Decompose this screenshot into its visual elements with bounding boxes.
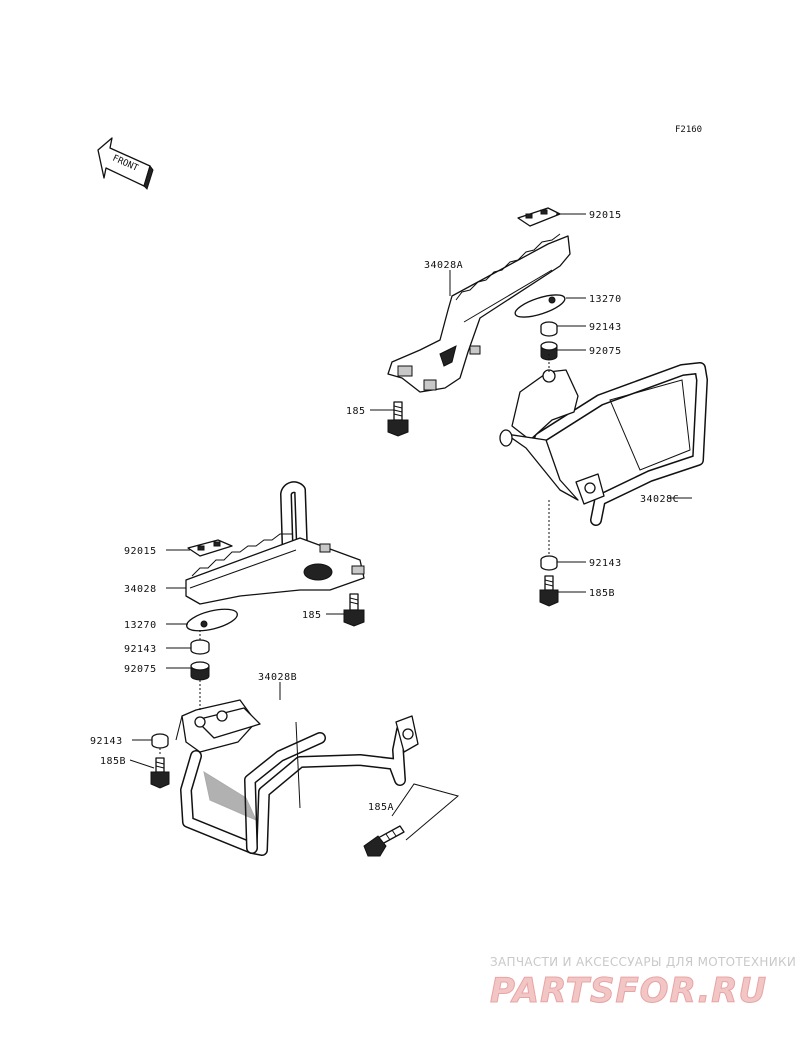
rubber-pad-left (187, 539, 233, 557)
callout-185B-right: 185B (589, 588, 615, 599)
callout-92015-left: 92015 (124, 546, 157, 557)
callout-185A: 185A (368, 802, 394, 813)
diagram-code: F2160 (675, 125, 702, 135)
damper-92075-left (190, 661, 210, 681)
plate-13270-right (514, 294, 566, 318)
callout-34028B: 34028B (258, 672, 297, 683)
callout-185-right: 185 (346, 406, 366, 417)
footrest-34028 (185, 533, 365, 605)
callout-92075-left: 92075 (124, 664, 157, 675)
callout-92143-left-lower: 92143 (90, 736, 123, 747)
callout-92143-left: 92143 (124, 644, 157, 655)
callout-92143-right-lower: 92143 (589, 558, 622, 569)
plate-13270-left (186, 608, 238, 632)
right-footrest-assembly (387, 207, 708, 607)
watermark-logo: PARTSFOR.RU (490, 971, 767, 1011)
callout-34028: 34028 (124, 584, 157, 595)
rubber-pad-right (517, 207, 561, 227)
damper-92075-right (540, 341, 558, 361)
bushing-92143-right (540, 321, 558, 337)
front-arrow-icon: FRONT (97, 137, 154, 190)
right-leaders (370, 213, 692, 593)
bolt-185B-right (539, 575, 559, 607)
callout-13270-right: 13270 (589, 294, 622, 305)
callout-185B-left: 185B (100, 756, 126, 767)
footrest-34028A (387, 233, 571, 393)
left-footrest-assembly (150, 481, 419, 857)
callout-13270-left: 13270 (124, 620, 157, 631)
bolt-185A (363, 825, 405, 857)
watermark-tagline: ЗАПЧАСТИ И АКСЕССУАРЫ ДЛЯ МОТОТЕХНИКИ (490, 955, 796, 969)
bushing-92143-left-lower (151, 733, 169, 749)
callout-92143-right: 92143 (589, 322, 622, 333)
bolt-185-right (387, 401, 409, 437)
bracket-34028B (180, 699, 419, 856)
bolt-185B-left (150, 757, 170, 789)
callout-34028A: 34028A (424, 260, 463, 271)
callout-92015-right: 92015 (589, 210, 622, 221)
bolt-185-left (343, 593, 365, 627)
left-leaders (129, 549, 460, 841)
callout-34028C: 34028C (640, 494, 679, 505)
bushing-92143-right-lower (540, 555, 558, 571)
callout-185-left: 185 (302, 610, 322, 621)
bushing-92143-left (190, 639, 210, 655)
callout-92075-right: 92075 (589, 346, 622, 357)
bracket-34028C (499, 362, 708, 526)
watermark: ЗАПЧАСТИ И АКСЕССУАРЫ ДЛЯ МОТОТЕХНИКИ PA… (490, 955, 796, 1012)
